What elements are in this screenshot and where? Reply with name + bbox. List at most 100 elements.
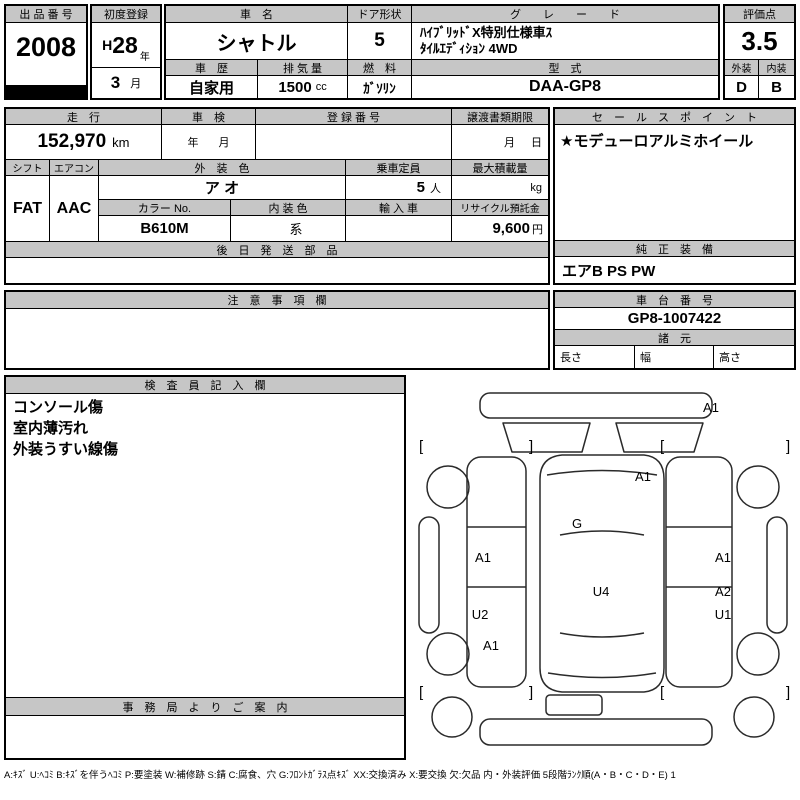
mileage-header: 走 行	[6, 109, 162, 125]
legend-text: A:ｷｽﾞ U:ﾍｺﾐ B:ｷｽﾞを伴うﾍｺﾐ P:要塗装 W:補修跡 S:錆 …	[4, 770, 676, 781]
vehicle-box: 車 名 ドア形状 グ レ ー ド シャトル 5 ﾊｲﾌﾞﾘｯﾄﾞX特別仕様車ｽ …	[164, 4, 720, 100]
inspector-box: 検 査 員 記 入 欄 コンソール傷 室内薄汚れ 外装うすい線傷 事 務 局 よ…	[4, 375, 406, 760]
rear-window-top-line	[559, 632, 645, 638]
displacement-unit: cc	[315, 81, 327, 93]
left-rocker-panel-outline	[418, 516, 440, 634]
exhibit-no-label: 出 品 番 号	[6, 6, 86, 23]
spec-height-label: 高さ	[719, 352, 741, 364]
mileage-value: 152,970	[37, 131, 107, 152]
first-reg-box: 初度登録 H 28 年 3 月	[90, 4, 162, 100]
inspector-note: 外装うすい線傷	[13, 441, 119, 458]
first-reg-month: 3	[110, 73, 121, 92]
caution-box: 注 意 事 項 欄	[4, 290, 550, 370]
exterior-grade-header: 外装	[725, 60, 759, 76]
aircon-value: AAC	[50, 176, 99, 242]
caution-value	[6, 309, 548, 368]
transfer-month-unit: 月	[504, 137, 515, 149]
transfer-day-unit: 日	[531, 137, 542, 149]
front-bumper-outline	[479, 392, 713, 419]
interior-grade-header: 内装	[759, 60, 794, 76]
damage-marker: A1	[483, 638, 499, 653]
displacement-header: 排 気 量	[258, 60, 348, 76]
registration-no-value	[256, 125, 452, 160]
color-no-value: B610M	[99, 216, 231, 242]
first-reg-year: 28	[112, 31, 138, 58]
wheel-icon	[736, 465, 780, 509]
displacement-value: 1500	[278, 78, 312, 96]
first-reg-era: H	[102, 37, 113, 53]
score-value: 3.5	[725, 23, 794, 60]
office-header: 事 務 局 よ り ご 案 内	[6, 697, 404, 716]
exterior-color-header: 外 装 色	[99, 160, 346, 176]
max-load-unit: kg	[452, 176, 548, 200]
spec-width-label: 幅	[635, 346, 714, 368]
transfer-deadline-header: 譲渡書類期限	[452, 109, 548, 125]
capacity-value: 5	[416, 179, 425, 196]
first-reg-year-unit: 年	[139, 52, 150, 63]
damage-marker: A1	[475, 550, 491, 565]
inspector-note: コンソール傷	[13, 399, 104, 416]
doors-header: ドア形状	[348, 6, 412, 23]
exterior-grade-value: D	[725, 76, 759, 98]
inspector-note: 室内薄汚れ	[13, 420, 89, 437]
shift-value: FAT	[6, 176, 50, 242]
fuel-value: ｶﾞｿﾘﾝ	[348, 76, 412, 98]
color-no-header: カラー No.	[99, 200, 231, 216]
car-outline	[418, 392, 788, 746]
chassis-box: 車 台 番 号 GP8-1007422 諸 元 長さ 幅 高さ	[553, 290, 796, 370]
score-box: 評価点 3.5 外装 内装 D B	[723, 4, 796, 100]
wheel-icon	[733, 696, 775, 738]
inspector-header: 検 査 員 記 入 欄	[6, 377, 404, 394]
exterior-color-value: ア オ	[99, 176, 346, 200]
sales-point-header: セ ー ル ス ポ イ ン ト	[555, 109, 794, 125]
windshield-top-line	[546, 469, 658, 476]
windshield-bottom-line	[559, 530, 645, 536]
spec-length-label: 長さ	[555, 346, 635, 368]
doors-value: 5	[348, 23, 412, 60]
wheel-icon	[431, 696, 473, 738]
chassis-no-value: GP8-1007422	[555, 308, 794, 330]
diagram-bracket: ]	[529, 438, 533, 455]
rear-window-bottom-line	[547, 672, 657, 679]
caution-header: 注 意 事 項 欄	[6, 292, 548, 309]
registration-no-header: 登 録 番 号	[256, 109, 452, 125]
rear-bumper-outline	[479, 718, 713, 746]
history-value: 自家用	[166, 76, 258, 98]
damage-marker: A2	[715, 584, 731, 599]
damage-diagram: [ ] [ ] [ ] [ ] A1 A1 G A1 A1 U4 A2 U2 U…	[410, 375, 796, 760]
specs-header: 諸 元	[555, 330, 794, 346]
import-car-header: 輸 入 車	[346, 200, 452, 216]
later-parts-value	[6, 258, 548, 283]
office-value	[6, 716, 404, 758]
car-damage-diagram-svg: [ ] [ ] [ ] [ ] A1 A1 G A1 A1 U4 A2 U2 U…	[418, 392, 790, 746]
mileage-unit: km	[112, 134, 130, 150]
diagram-bracket: ]	[786, 438, 790, 455]
car-name-value: シャトル	[166, 23, 348, 60]
interior-color-header: 内 装 色	[231, 200, 346, 216]
max-load-header: 最大積載量	[452, 160, 548, 176]
hood-left-outline	[502, 422, 591, 453]
wheel-icon	[736, 632, 780, 676]
interior-color-value: 系	[231, 216, 346, 242]
capacity-header: 乗車定員	[346, 160, 452, 176]
diagram-bracket: [	[419, 438, 424, 455]
car-name-header: 車 名	[166, 6, 348, 23]
fuel-header: 燃 料	[348, 60, 412, 76]
grade-line1: ﾊｲﾌﾞﾘｯﾄﾞX特別仕様車ｽ	[420, 25, 553, 40]
shift-header: シフト	[6, 160, 50, 176]
diagram-bracket: [	[419, 684, 424, 701]
later-parts-header: 後 日 発 送 部 品	[6, 242, 548, 258]
diagram-bracket: [	[660, 684, 665, 701]
hood-right-outline	[615, 422, 704, 453]
import-car-value	[346, 216, 452, 242]
interior-grade-value: B	[771, 78, 782, 96]
middle-left-box: 走 行 車 検 登 録 番 号 譲渡書類期限 152,970 km 年 月 月 …	[4, 107, 550, 285]
recycle-deposit-header: リサイクル預託金	[452, 200, 548, 216]
left-side-panel-outline	[466, 456, 527, 688]
aircon-header: エアコン	[50, 160, 99, 176]
damage-marker: A1	[715, 550, 731, 565]
diagram-bracket: [	[660, 438, 665, 455]
chassis-no-header: 車 台 番 号	[555, 292, 794, 308]
exhibit-no-box: 出 品 番 号 2008	[4, 4, 88, 100]
